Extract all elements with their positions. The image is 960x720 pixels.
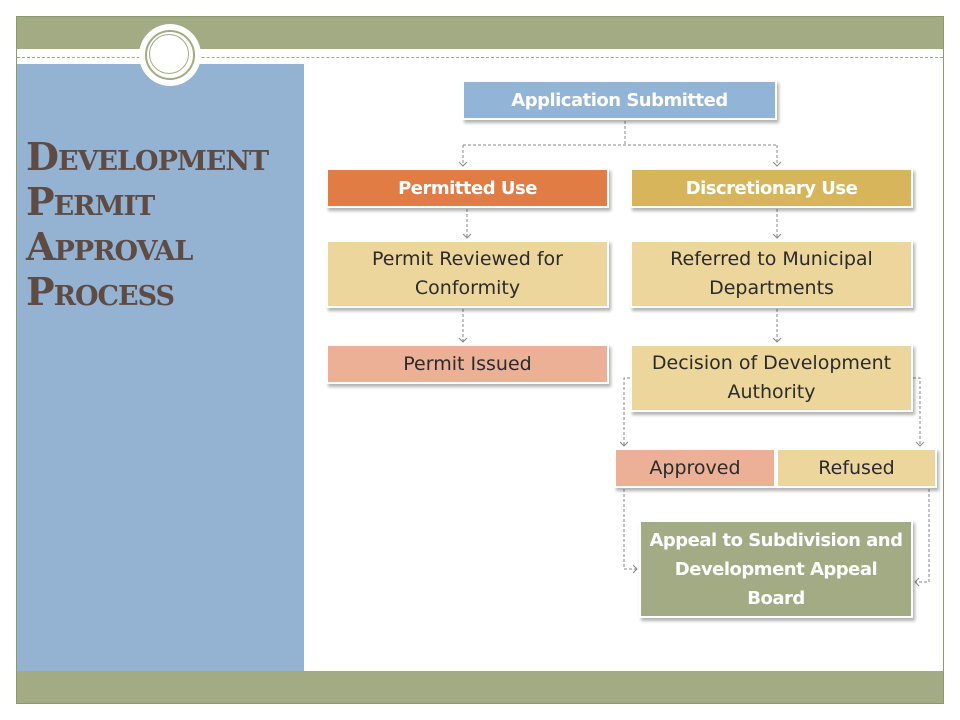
slide-title: Development Permit Approval Process [26,134,301,314]
connector-refused-appeal [914,489,930,587]
title-line-2: Permit [26,179,155,224]
connector-app-split [463,121,777,146]
discretionary-use-box: Discretionary Use [630,168,913,208]
connector-decision-approved [619,377,630,447]
title-line-1: Development [26,134,269,179]
permitted-use-box: Permitted Use [326,168,609,208]
permit-issued-box: Permit Issued [326,344,609,384]
top-dashed-line [17,57,943,58]
appeal-board-box: Appeal to Subdivision and Development Ap… [639,520,913,618]
decision-authority-box: Decision of Development Authority [630,344,913,412]
circle-ring-inner [149,34,189,74]
application-submitted-box: Application Submitted [462,80,777,120]
permit-reviewed-box: Permit Reviewed for Conformity [326,240,609,308]
approved-box: Approved [614,448,776,488]
connector-decision-refused [913,377,925,447]
title-panel [17,64,304,671]
title-line-4: Process [26,269,175,314]
bottom-accent-bar [17,671,943,703]
connector-approved-appeal [623,489,638,574]
refused-box: Refused [776,448,937,488]
title-line-3: Approval [26,224,193,269]
referred-departments-box: Referred to Municipal Departments [630,240,913,308]
circle-ring-outer [145,30,195,80]
